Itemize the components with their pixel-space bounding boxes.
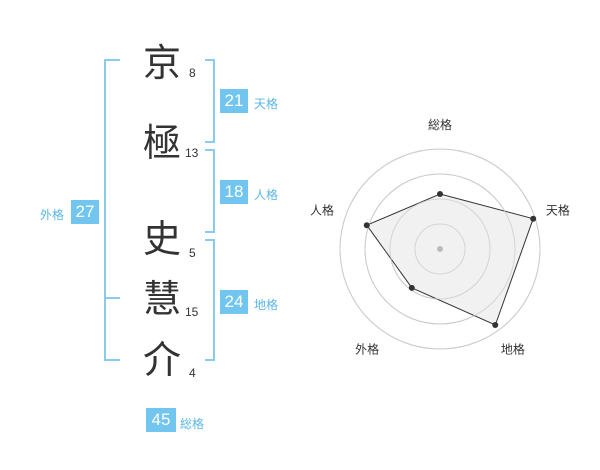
radar-axis-label-2: 天格 bbox=[546, 203, 570, 218]
radar-point-1 bbox=[437, 191, 443, 197]
soukaku-value: 45 bbox=[146, 408, 176, 432]
stroke-count-2: 13 bbox=[185, 146, 199, 160]
stroke-count-3: 5 bbox=[189, 246, 196, 260]
name-char-2: 極 bbox=[142, 121, 181, 165]
name-char-4: 慧 bbox=[142, 277, 181, 321]
radar-axis-label-5: 人格 bbox=[310, 203, 334, 218]
jinkaku-bracket bbox=[205, 149, 215, 233]
jinkaku-label: 人格 bbox=[254, 188, 279, 202]
radar-ring-overlay-4 bbox=[339, 148, 541, 350]
tenkaku-bracket bbox=[205, 59, 215, 143]
name-char-3: 史 bbox=[142, 217, 181, 261]
radar-point-5 bbox=[363, 222, 370, 229]
radar-point-2 bbox=[530, 215, 537, 222]
chikaku-bracket bbox=[205, 239, 215, 361]
gaikaku-bracket-tick bbox=[104, 297, 120, 299]
chikaku-label: 地格 bbox=[254, 298, 279, 312]
radar-axis-label-3: 地格 bbox=[501, 341, 525, 356]
soukaku-label: 総格 bbox=[180, 417, 205, 431]
radar-ring-overlay-3 bbox=[364, 173, 516, 325]
radar-point-3 bbox=[492, 322, 499, 329]
jinkaku-value: 18 bbox=[220, 180, 248, 204]
stroke-count-4: 15 bbox=[185, 305, 199, 319]
radar-axis-label-1: 総格 bbox=[428, 117, 452, 132]
gaikaku-bracket bbox=[104, 59, 120, 361]
radar-series-polygon bbox=[366, 193, 534, 326]
chikaku-value: 24 bbox=[220, 290, 248, 314]
tenkaku-value: 21 bbox=[220, 89, 248, 113]
radar-ring-overlay-1 bbox=[414, 223, 466, 275]
radar-ring-overlay-2 bbox=[389, 198, 491, 300]
tenkaku-label: 天格 bbox=[254, 97, 279, 111]
stroke-count-1: 8 bbox=[189, 66, 196, 80]
stroke-count-5: 4 bbox=[189, 366, 196, 380]
name-char-5: 介 bbox=[142, 338, 181, 382]
radar-point-4 bbox=[408, 284, 415, 291]
name-char-1: 京 bbox=[142, 41, 181, 85]
gaikaku-label: 外格 bbox=[40, 208, 65, 222]
gaikaku-value: 27 bbox=[71, 200, 99, 224]
radar-center-dot bbox=[437, 246, 443, 252]
radar-axis-label-4: 外格 bbox=[355, 341, 379, 356]
